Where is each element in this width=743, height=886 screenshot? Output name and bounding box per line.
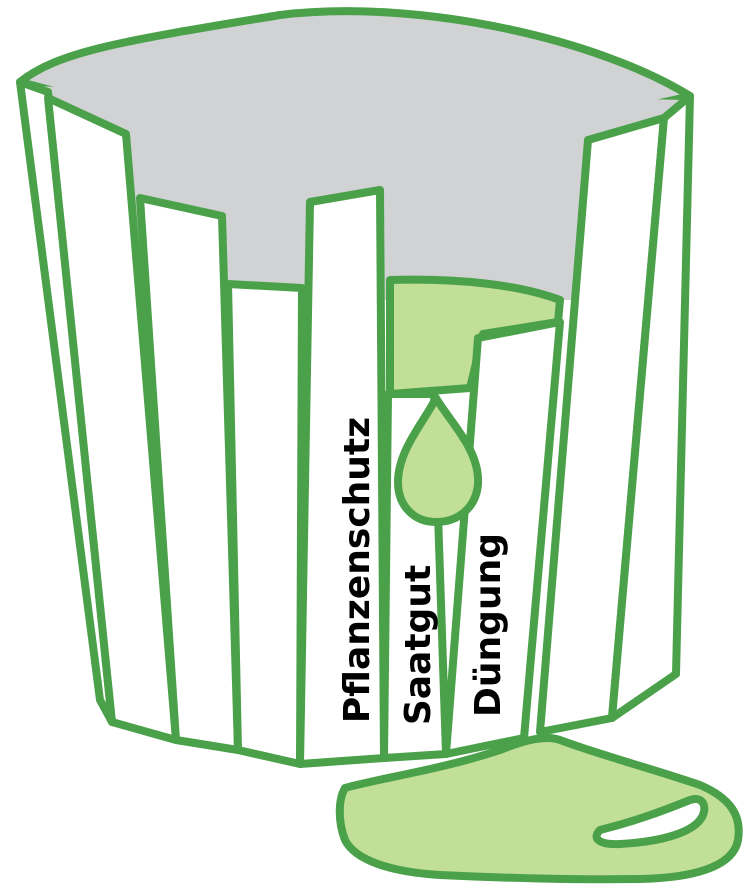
stave-4 [228, 284, 302, 764]
label-duengung: Düngung [468, 533, 509, 717]
label-saatgut: Saatgut [398, 565, 439, 725]
label-pflanzenschutz: Pflanzenschutz [337, 417, 378, 723]
